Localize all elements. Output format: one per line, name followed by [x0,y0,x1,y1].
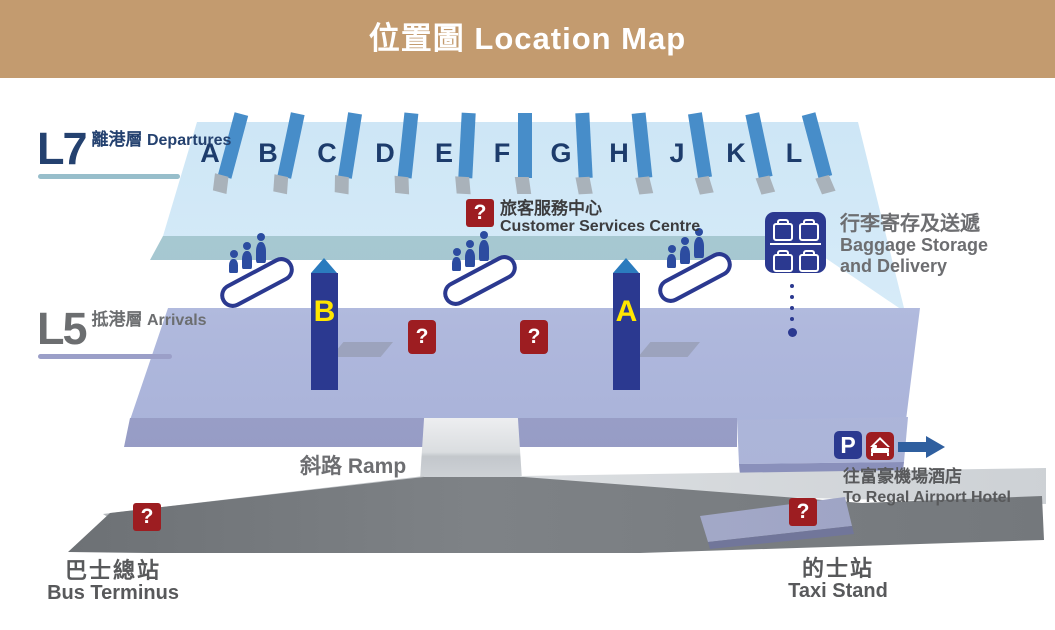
aisle-letter-a: A [200,138,220,168]
ramp-surface [420,418,522,480]
aisle-letter-g: G [550,138,572,168]
hotel-route-en: To Regal Airport Hotel [843,489,1011,506]
ramp-label: 斜路 Ramp [300,455,407,478]
aisle-letter-b: B [258,138,278,168]
hotel-bed [871,445,889,456]
exit-a-letter: A [613,273,640,390]
title-bar: 位置圖 Location Map [0,0,1055,78]
level-l7-rule [38,174,180,179]
level-l5-label: L5 抵港層 Arrivals [37,303,207,354]
exit-pillar-b: B [311,258,338,390]
dot [790,284,794,288]
baggage-shelves-icon [765,212,826,276]
question-mark-icon-bus: ? [133,503,161,531]
exit-b-cap [311,258,337,273]
hotel-route-label: 往富豪機場酒店 To Regal Airport Hotel [843,466,1011,508]
customer-services-zh: 旅客服務中心 [500,199,602,218]
hotel-bed-icon [866,432,894,460]
suitcase-icon [772,223,793,241]
person-icon [479,240,489,261]
question-mark-icon-taxi: ? [789,498,817,526]
aisle-letter-d: D [375,138,395,168]
level-l7-code: L7 [37,123,87,174]
aisle-letter-k: K [726,138,746,168]
taxi-stand-en: Taxi Stand [788,580,888,602]
person-icon [667,254,676,268]
suitcase-icon [798,223,819,241]
baggage-shelf-row [765,254,826,276]
person-icon [229,259,238,273]
level-l7-en: Departures [146,132,232,149]
dot-end [787,328,797,337]
person-icon [680,246,690,264]
bus-terminus-label: 巴士總站 Bus Terminus [28,558,198,605]
bus-terminus-zh: 巴士總站 [64,558,161,583]
suitcase-icon [798,254,819,272]
aisle-letter-h: H [609,138,629,168]
exit-a-cap [613,258,639,273]
aisle-letter-j: J [669,138,685,168]
level-l5-rule [38,354,172,359]
page-title: 位置圖 Location Map [368,21,687,56]
dot [790,306,794,310]
person-icon [452,257,461,271]
exit-b-shadow [331,342,393,357]
bus-terminus-en: Bus Terminus [47,582,179,604]
location-pointer-dots [787,284,797,337]
customer-services-label: 旅客服務中心 Customer Services Centre [500,200,700,236]
aisle-letter-c: C [317,138,337,168]
aisle-letter-e: E [434,138,453,168]
level-l5-code: L5 [37,303,87,354]
customer-services-en: Customer Services Centre [500,218,701,235]
question-mark-icon-customer-services: ? [466,199,494,227]
baggage-shelf-row [765,223,826,245]
aisle-letter-l: L [785,138,803,168]
level-l5-en: Arrivals [146,312,207,329]
parking-icon: P [834,431,862,459]
escalator-icon [438,236,535,316]
dot [790,295,794,299]
exit-b-letter: B [311,273,338,390]
person-icon [256,242,266,263]
question-mark-icon-arrivals-1: ? [408,320,436,354]
question-mark-icon-arrivals-2: ? [520,320,548,354]
hotel-route-zh: 往富豪機場酒店 [843,467,962,486]
escalator-icon [215,238,312,318]
taxi-stand-label: 的士站 Taxi Stand [753,556,923,603]
level-l7-label: L7 離港層 Departures [37,123,232,174]
person-icon [242,251,252,269]
arrow-right-icon [898,436,946,458]
baggage-en-1: Baggage Storage [840,235,989,255]
level-l7-zh: 離港層 [91,130,143,149]
exit-pillar-a: A [613,258,640,390]
person-icon [694,237,704,258]
person-icon [465,249,475,267]
baggage-en-2: and Delivery [840,256,948,276]
suitcase-icon [772,254,793,272]
level-l5-zh: 抵港層 [91,310,143,329]
exit-a-shadow [638,342,700,357]
baggage-zh: 行李寄存及送遞 [840,213,980,235]
escalator-icon [653,233,750,313]
taxi-stand-zh: 的士站 [801,556,874,581]
baggage-label: 行李寄存及送遞 Baggage Storage and Delivery [840,214,988,277]
checkin-aisle-bar [518,113,532,178]
aisle-letter-f: F [493,138,511,168]
dot [790,317,794,321]
